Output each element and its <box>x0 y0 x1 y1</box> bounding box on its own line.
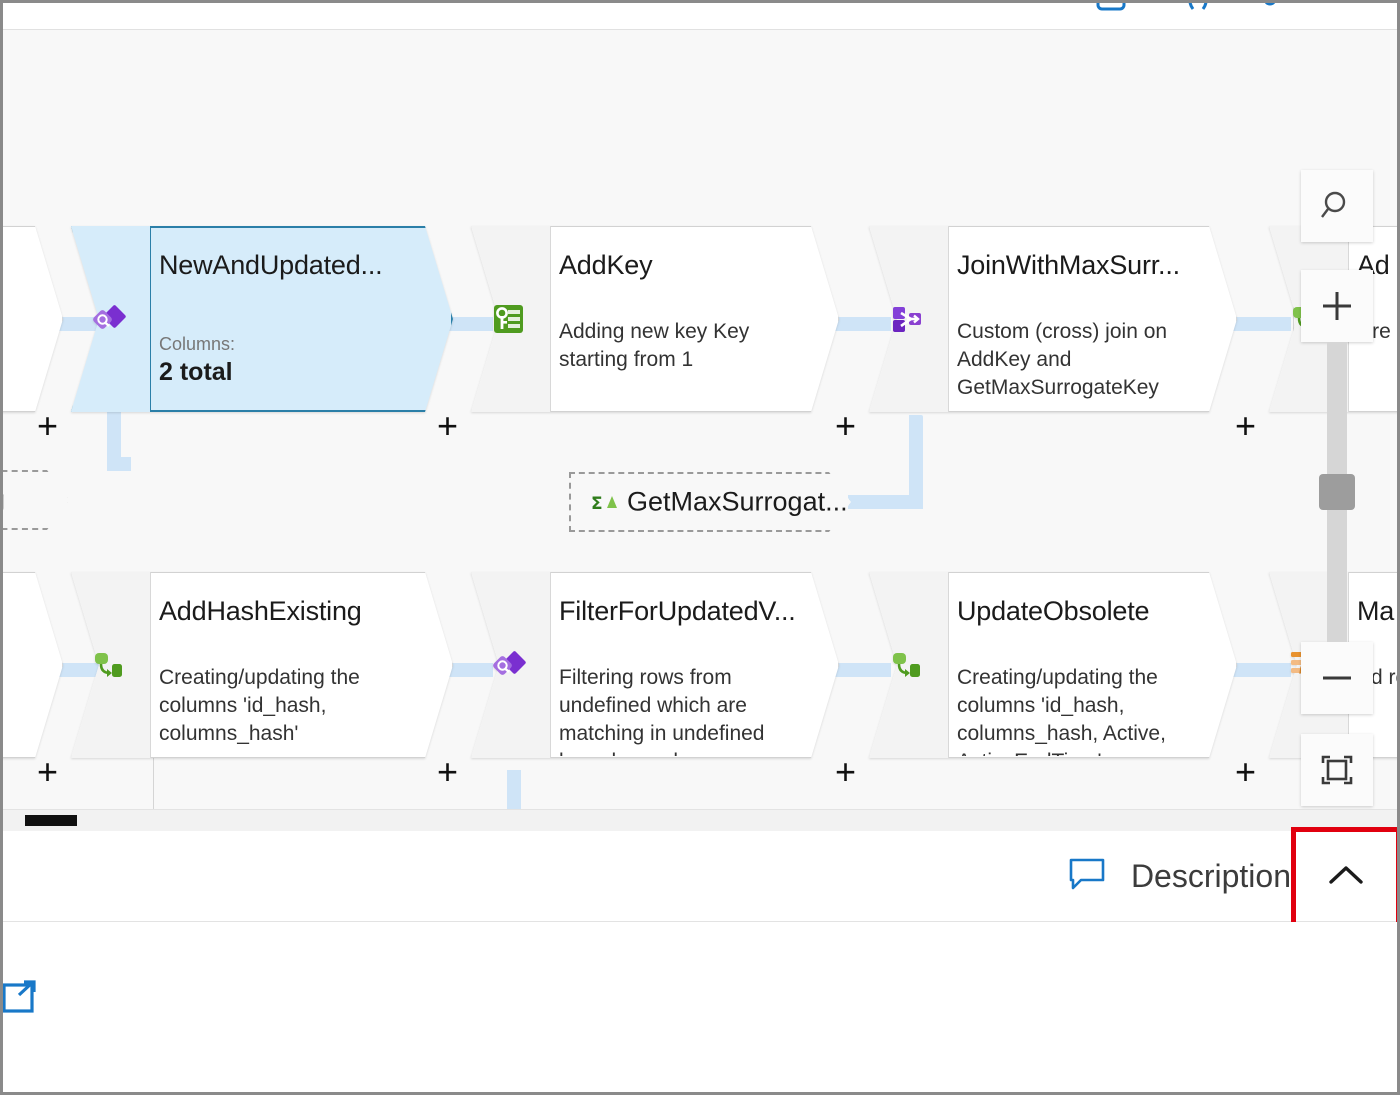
open-in-new-icon[interactable] <box>3 974 45 1020</box>
surrogate-key-icon <box>491 301 527 337</box>
zoom-in-button[interactable] <box>1301 270 1373 342</box>
brackets-icon[interactable] <box>1175 3 1221 19</box>
zoom-controls-panel[interactable] <box>1301 170 1373 806</box>
node-body: Ma Ad rov <box>1357 572 1397 758</box>
node-description: Adding new key Key starting from 1 <box>559 320 750 371</box>
graph-canvas[interactable]: + NewAndUpdated... Columns: 2 total + <box>3 30 1397 809</box>
collapsed-node-shape <box>3 470 69 530</box>
collapsed-node-shape <box>569 472 851 532</box>
derived-column-icon <box>889 647 925 683</box>
node-title: AddHashExisting <box>159 596 362 626</box>
add-node-handle[interactable]: + <box>1235 751 1257 792</box>
graph-node-partial-left[interactable] <box>3 226 63 412</box>
graph-node-update-obsolete[interactable]: UpdateObsolete Creating/updating the col… <box>869 572 1237 758</box>
node-description: Creating/updating the columns 'id_hash, … <box>159 666 360 745</box>
comment-icon <box>1067 856 1107 897</box>
connector-segment <box>829 317 891 331</box>
description-label: Description <box>1130 857 1291 894</box>
connector-segment <box>1229 663 1291 677</box>
node-sub-value: 2 total <box>159 358 233 386</box>
node-shape <box>3 572 63 758</box>
zoom-slider-thumb[interactable] <box>1319 474 1355 510</box>
node-body: AddKey Adding new key Key starting from … <box>559 226 809 412</box>
connector-segment <box>909 415 923 507</box>
node-title: NewAndUpdated... <box>159 250 383 280</box>
add-node-handle[interactable]: + <box>835 405 857 446</box>
graph-node-join-with-max-surrogate[interactable]: JoinWithMaxSurr... Custom (cross) join o… <box>869 226 1237 412</box>
graph-node-new-and-updated[interactable]: NewAndUpdated... Columns: 2 total <box>71 226 453 412</box>
svg-text:Σ: Σ <box>591 494 603 514</box>
add-node-handle[interactable]: + <box>437 405 459 446</box>
graph-node-partial-left-bottom[interactable] <box>3 572 63 758</box>
node-description: Creating/updating the columns 'id_hash, … <box>957 666 1166 756</box>
graph-node-filter-for-updated[interactable]: FilterForUpdatedV... Filtering rows from… <box>471 572 839 758</box>
connector-segment <box>507 770 521 809</box>
magnifier-icon[interactable] <box>1301 170 1373 242</box>
node-shape <box>3 226 63 412</box>
derived-column-icon <box>91 647 127 683</box>
scrollbar-thumb[interactable] <box>25 815 77 826</box>
add-node-handle[interactable]: + <box>1235 405 1257 446</box>
zoom-slider[interactable] <box>1319 342 1355 642</box>
collapsed-node-label: GetMaxSurrogat... <box>627 486 848 517</box>
node-body: FilterForUpdatedV... Filtering rows from… <box>559 572 809 758</box>
add-node-handle[interactable]: + <box>835 751 857 792</box>
node-title: Ma <box>1357 596 1395 626</box>
connector-segment <box>107 457 131 471</box>
chevron-up-icon[interactable] <box>1315 845 1377 907</box>
graph-node-get-max-surrogate[interactable]: Σ GetMaxSurrogat... <box>569 472 851 532</box>
node-body: NewAndUpdated... Columns: 2 total <box>159 226 423 412</box>
settings-slider-icon[interactable] <box>1253 3 1299 19</box>
horizontal-scrollbar[interactable] <box>3 809 1397 832</box>
connector-segment <box>1229 317 1291 331</box>
node-body: JoinWithMaxSurr... Custom (cross) join o… <box>957 226 1207 412</box>
node-body: UpdateObsolete Creating/updating the col… <box>957 572 1207 758</box>
collapsed-node-label: ng <box>3 485 5 516</box>
connector-segment <box>829 663 891 677</box>
node-body: AddHashExisting Creating/updating the co… <box>159 572 423 758</box>
fit-to-screen-icon[interactable] <box>1301 734 1373 806</box>
join-icon <box>889 301 925 337</box>
graph-node-collapsed-left[interactable]: ng <box>3 470 69 530</box>
rectangle-tool-icon[interactable] <box>1089 3 1135 19</box>
select-transform-icon <box>491 647 527 683</box>
node-description: Filtering rows from undefined which are … <box>559 666 765 756</box>
graph-node-add-key[interactable]: AddKey Adding new key Key starting from … <box>471 226 839 412</box>
description-bar[interactable]: Description <box>3 831 1397 922</box>
node-description: Custom (cross) join on AddKey and GetMax… <box>957 320 1168 399</box>
node-title: UpdateObsolete <box>957 596 1150 626</box>
add-node-handle[interactable]: + <box>37 751 59 792</box>
zoom-out-button[interactable] <box>1301 642 1373 714</box>
connector-segment <box>107 410 121 470</box>
node-sub-label: Columns: <box>159 334 236 354</box>
layout-guide <box>1293 226 1294 412</box>
toolbar-strip <box>3 3 1397 30</box>
node-title: FilterForUpdatedV... <box>559 596 796 626</box>
aggregate-icon: Σ <box>591 488 619 516</box>
node-title: AddKey <box>559 250 653 280</box>
connector-segment <box>848 495 923 509</box>
node-title: JoinWithMaxSurr... <box>957 250 1180 280</box>
select-transform-icon <box>91 301 127 337</box>
graph-node-add-hash-existing[interactable]: AddHashExisting Creating/updating the co… <box>71 572 453 758</box>
add-node-handle[interactable]: + <box>37 405 59 446</box>
description-detail-panel <box>3 922 1397 1092</box>
add-node-handle[interactable]: + <box>437 751 459 792</box>
